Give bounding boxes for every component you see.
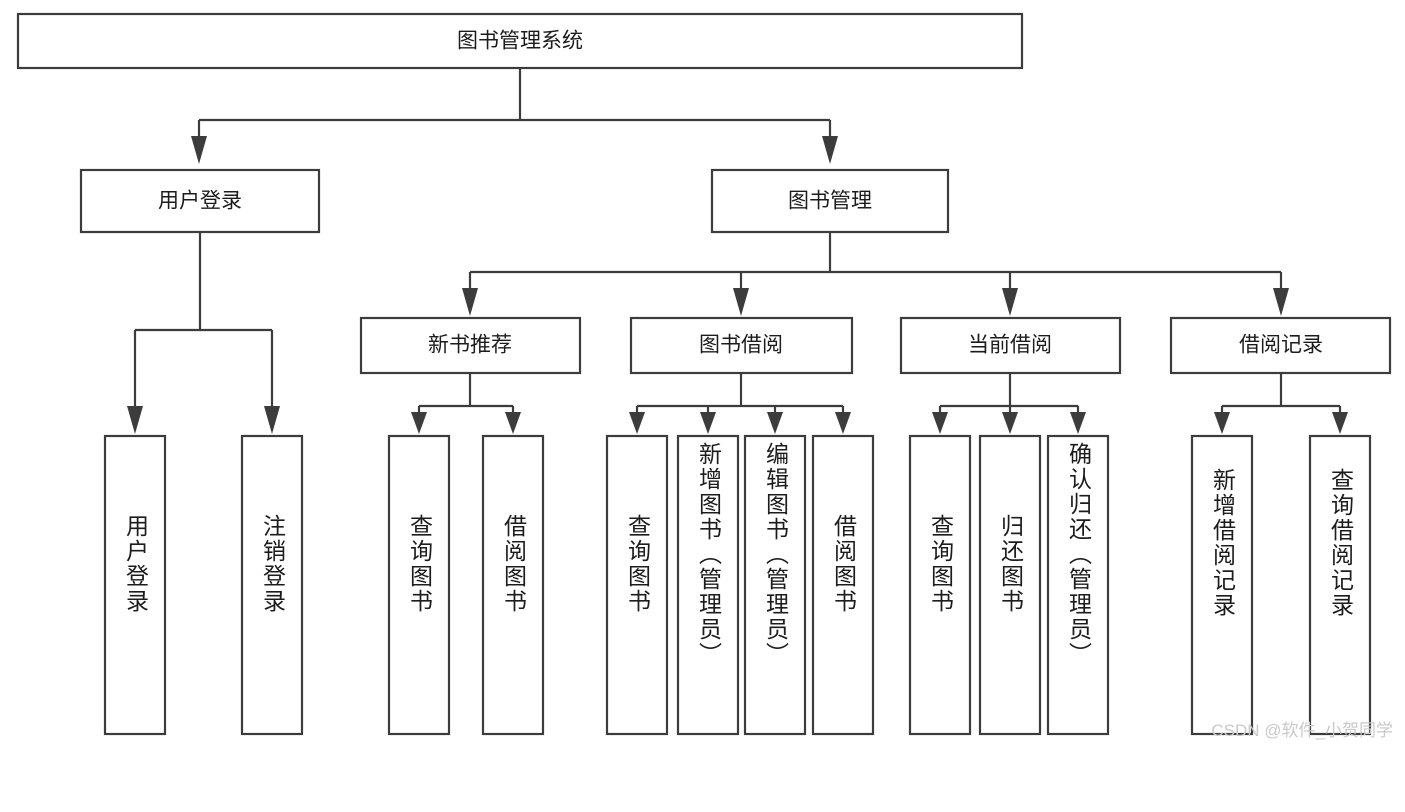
- leaf-box-bb-borrow[interactable]: [811, 434, 875, 736]
- leaf-box-bb-edit[interactable]: [743, 434, 807, 736]
- arrow-head-icon: [411, 412, 427, 434]
- arrow-head-icon: [462, 288, 478, 316]
- connector-root-to-level2: [191, 68, 838, 164]
- arrow-head-icon: [1070, 412, 1086, 434]
- node-root[interactable]: 图书管理系统: [16, 12, 1024, 70]
- node-new-book-recommend-box[interactable]: [359, 316, 582, 375]
- arrow-head-icon: [191, 136, 207, 164]
- diagram-canvas: 图书管理系统 用户登录 图书管理: [16, 12, 1392, 736]
- arrow-head-icon: [629, 412, 645, 434]
- node-book-management[interactable]: 图书管理: [710, 168, 950, 234]
- leaf-box-nbr-borrow[interactable]: [481, 434, 545, 736]
- arrow-head-icon: [1214, 412, 1230, 434]
- arrow-head-icon: [1002, 288, 1018, 316]
- leaf-box-cb-confirm[interactable]: [1046, 434, 1110, 736]
- node-root-box[interactable]: [16, 12, 1024, 70]
- arrow-head-icon: [1002, 412, 1018, 434]
- node-new-book-recommend-label: 新书推荐: [428, 334, 512, 357]
- connector-book-management-to-level3: [462, 232, 1289, 316]
- node-borrow-record[interactable]: 借阅记录: [1169, 316, 1392, 375]
- node-current-borrow-box[interactable]: [899, 316, 1122, 375]
- node-user-login-label: 用户登录: [158, 190, 242, 213]
- leaf-box-cb-return[interactable]: [978, 434, 1042, 736]
- arrow-head-icon: [264, 406, 280, 434]
- arrow-head-icon: [1273, 288, 1289, 316]
- leaf-box-nbr-query[interactable]: [387, 434, 451, 736]
- connector-user-login-to-leaves: [127, 232, 280, 434]
- node-book-management-label: 图书管理: [788, 190, 872, 213]
- connector-new-book-recommend-to-leaves: [411, 373, 521, 434]
- node-root-label: 图书管理系统: [457, 30, 583, 53]
- leaf-box-br-query[interactable]: [1308, 434, 1372, 736]
- leaf-box-br-add[interactable]: [1190, 434, 1254, 736]
- node-book-borrow-label: 图书借阅: [699, 334, 783, 357]
- flowchart-diagram: 图书管理系统 用户登录 图书管理: [16, 12, 1393, 740]
- arrow-head-icon: [733, 288, 749, 316]
- connector-borrow-record-to-leaves: [1214, 373, 1348, 434]
- watermark-text: CSDN @软件_小贺同学: [1211, 721, 1393, 740]
- node-current-borrow[interactable]: 当前借阅: [899, 316, 1122, 375]
- leaf-box-bb-add[interactable]: [676, 434, 740, 736]
- node-borrow-record-box[interactable]: [1169, 316, 1392, 375]
- arrow-head-icon: [700, 412, 716, 434]
- node-book-borrow-box[interactable]: [629, 316, 854, 375]
- leaf-box-user-login-login[interactable]: [103, 434, 167, 736]
- arrow-head-icon: [505, 412, 521, 434]
- leaf-box-bb-query[interactable]: [605, 434, 669, 736]
- node-borrow-record-label: 借阅记录: [1239, 334, 1323, 357]
- arrow-head-icon: [932, 412, 948, 434]
- connector-current-borrow-to-leaves: [932, 373, 1086, 434]
- arrow-head-icon: [767, 412, 783, 434]
- node-book-borrow[interactable]: 图书借阅: [629, 316, 854, 375]
- arrow-head-icon: [822, 136, 838, 164]
- node-book-management-box[interactable]: [710, 168, 950, 234]
- connector-book-borrow-to-leaves: [629, 373, 851, 434]
- node-current-borrow-label: 当前借阅: [968, 334, 1052, 357]
- arrow-head-icon: [1332, 412, 1348, 434]
- leaf-box-user-login-logout[interactable]: [240, 434, 304, 736]
- arrow-head-icon: [835, 412, 851, 434]
- node-new-book-recommend[interactable]: 新书推荐: [359, 316, 582, 375]
- leaf-box-cb-query[interactable]: [908, 434, 972, 736]
- arrow-head-icon: [127, 406, 143, 434]
- node-user-login[interactable]: 用户登录: [79, 168, 321, 234]
